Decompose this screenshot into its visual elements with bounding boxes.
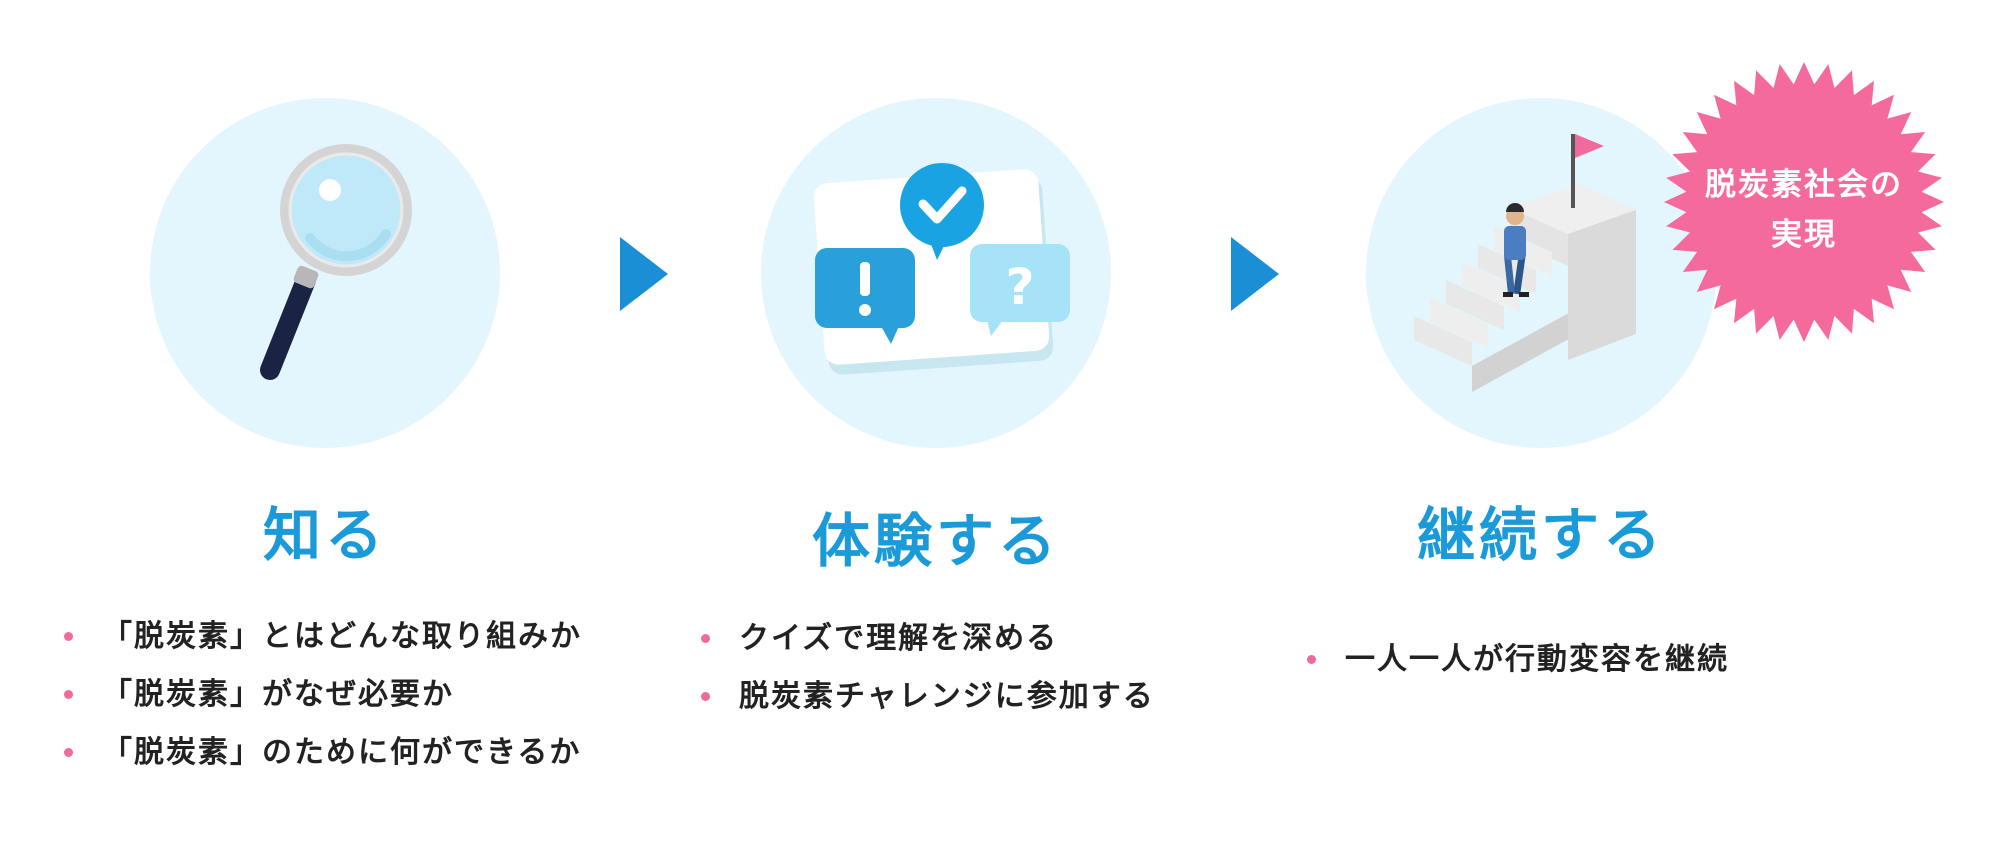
bullet-dot-icon bbox=[64, 748, 73, 757]
list-item-text: 脱炭素チャレンジに参加する bbox=[739, 679, 1155, 714]
step-1-bullet-list: 「脱炭素」とはどんな取り組みか 「脱炭素」がなぜ必要か 「脱炭素」のために何がで… bbox=[64, 608, 582, 782]
quiz-speech-bubbles-icon: ? bbox=[761, 98, 1111, 448]
list-item: クイズで理解を深める bbox=[701, 610, 1155, 668]
list-item-text: 「脱炭素」とはどんな取り組みか bbox=[102, 619, 582, 654]
list-item: 一人一人が行動変容を継続 bbox=[1307, 631, 1729, 689]
flow-arrow-right-icon bbox=[1231, 237, 1279, 311]
bullet-dot-icon bbox=[701, 692, 710, 701]
list-item-text: クイズで理解を深める bbox=[739, 621, 1058, 656]
bullet-dot-icon bbox=[64, 632, 73, 641]
list-item-text: 一人一人が行動変容を継続 bbox=[1345, 642, 1729, 677]
bullet-dot-icon bbox=[701, 634, 710, 643]
goal-badge-line-1: 脱炭素社会の bbox=[1660, 160, 1948, 210]
list-item: 脱炭素チャレンジに参加する bbox=[701, 668, 1155, 726]
magnifying-glass-icon bbox=[150, 98, 500, 448]
step-2-heading: 体験する bbox=[686, 506, 1186, 576]
list-item: 「脱炭素」とはどんな取り組みか bbox=[64, 608, 582, 666]
step-3-bullet-list: 一人一人が行動変容を継続 bbox=[1307, 631, 1729, 689]
list-item: 「脱炭素」のために何ができるか bbox=[64, 724, 582, 782]
list-item-text: 「脱炭素」のために何ができるか bbox=[102, 735, 581, 770]
list-item: 「脱炭素」がなぜ必要か bbox=[64, 666, 582, 724]
step-2-illustration-circle: ? bbox=[761, 98, 1111, 448]
step-2-bullet-list: クイズで理解を深める 脱炭素チャレンジに参加する bbox=[701, 610, 1155, 726]
bullet-dot-icon bbox=[64, 690, 73, 699]
goal-badge-line-2: 実現 bbox=[1660, 210, 1948, 260]
list-item-text: 「脱炭素」がなぜ必要か bbox=[102, 677, 454, 712]
bullet-dot-icon bbox=[1307, 655, 1316, 664]
step-1-illustration-circle bbox=[150, 98, 500, 448]
step-1-heading: 知る bbox=[75, 500, 575, 570]
step-3-heading: 継続する bbox=[1291, 500, 1791, 570]
svg-text:?: ? bbox=[1005, 258, 1034, 316]
goal-badge-text: 脱炭素社会の 実現 bbox=[1660, 160, 1948, 260]
flow-arrow-right-icon bbox=[620, 237, 668, 311]
